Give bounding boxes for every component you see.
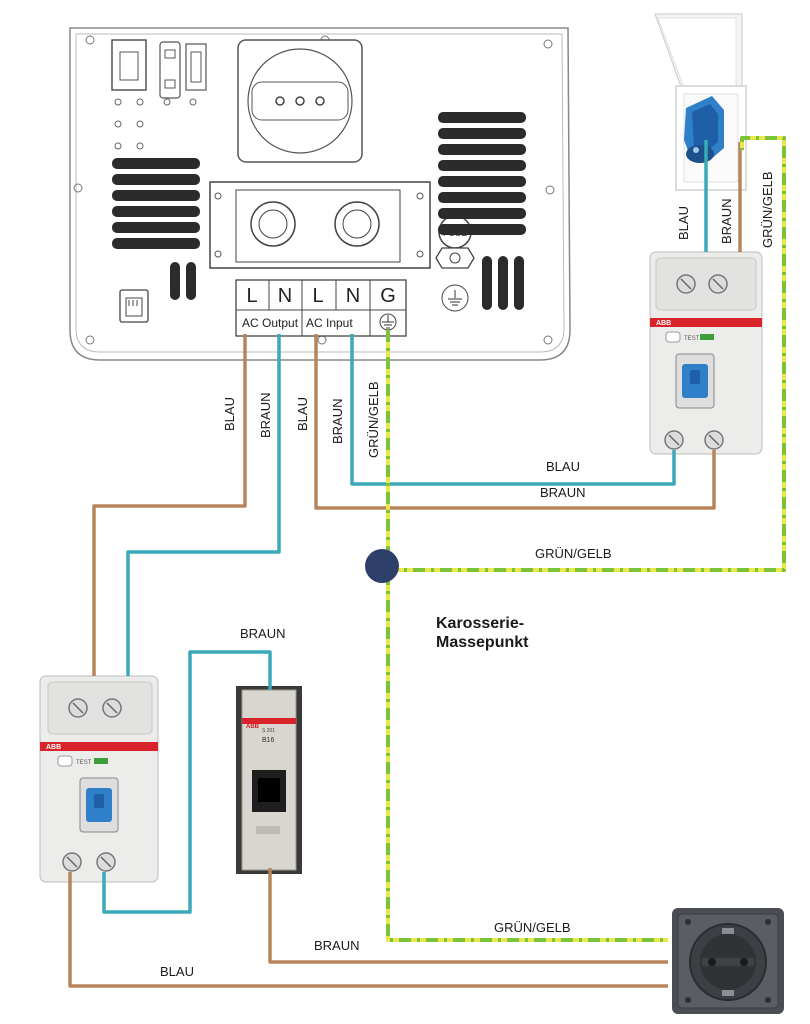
label-in-n: BRAUN xyxy=(330,398,345,444)
power-switch xyxy=(111,39,147,91)
wire-out-n xyxy=(126,334,281,676)
remote-port xyxy=(159,41,181,99)
terminal-out-l: L xyxy=(246,285,257,307)
mass-point-label-1: Karosserie- xyxy=(436,615,524,632)
mcb-breaker: ABB S 201 B16 xyxy=(236,686,302,874)
screw-icon xyxy=(85,35,95,45)
test-label: TEST xyxy=(684,336,700,342)
abb-logo: ABB xyxy=(246,724,260,730)
cee-inlet xyxy=(654,13,747,191)
wire-ground-inlet xyxy=(386,136,786,572)
ac-output-label: AC Output xyxy=(242,316,299,330)
mcb-model: S 201 xyxy=(262,728,275,734)
ground-symbol-icon xyxy=(382,315,394,329)
terminal-block: L N L N G AC Output AC Input xyxy=(235,279,407,337)
label-horiz-ground: GRÜN/GELB xyxy=(535,546,612,561)
blue-plug-icon xyxy=(684,96,724,163)
terminal-in-l: L xyxy=(312,285,323,307)
wire-mcb-socket xyxy=(268,868,668,964)
terminal-out-n: N xyxy=(278,285,292,307)
label-in-l: BLAU xyxy=(295,397,310,431)
test-label: TEST xyxy=(76,760,92,766)
abb-logo: ABB xyxy=(46,744,61,751)
label-socket-blau: BLAU xyxy=(160,964,194,979)
label-horiz-blau: BLAU xyxy=(546,459,580,474)
label-inlet-blau: BLAU xyxy=(676,206,691,240)
label-ground: GRÜN/GELB xyxy=(366,381,381,458)
usb-port xyxy=(185,43,207,91)
rcd-output: ABB TEST xyxy=(39,675,159,883)
wire-in-l xyxy=(314,334,716,510)
label-out-n: BRAUN xyxy=(258,392,273,438)
label-out-l: BLAU xyxy=(222,397,237,431)
wire-rcd-mcb xyxy=(102,650,272,914)
screw-icon xyxy=(85,335,95,345)
screw-icon xyxy=(543,39,553,49)
label-inlet-braun: BRAUN xyxy=(719,198,734,244)
wire-rcd-socket xyxy=(68,872,668,988)
inverter-rear-panel: FUSE xyxy=(69,27,571,361)
label-inlet-ground: GRÜN/GELB xyxy=(760,171,775,248)
screw-icon xyxy=(73,183,83,193)
vent-slots xyxy=(112,112,526,310)
wires xyxy=(68,136,786,988)
label-mcb-braun: BRAUN xyxy=(240,626,286,641)
terminal-ground: G xyxy=(380,285,396,307)
ground-symbol-icon xyxy=(448,290,462,306)
abb-logo: ABB xyxy=(656,320,671,327)
rcd-inlet: ABB TEST xyxy=(649,251,763,455)
phone-jack-icon xyxy=(119,289,149,323)
cable-gland-box xyxy=(209,181,431,269)
wire-out-l xyxy=(92,334,247,676)
inverter-socket xyxy=(237,39,363,163)
mcb-rating: B16 xyxy=(262,737,275,744)
ac-input-label: AC Input xyxy=(306,316,353,330)
label-socket-braun: BRAUN xyxy=(314,938,360,953)
screw-icon xyxy=(543,335,553,345)
output-socket xyxy=(672,908,784,1014)
mass-point-label-2: Massepunkt xyxy=(436,634,529,651)
wire-in-n xyxy=(350,334,676,486)
indicator-holes xyxy=(114,98,197,150)
label-socket-ground: GRÜN/GELB xyxy=(494,920,571,935)
terminal-in-n: N xyxy=(346,285,360,307)
ground-terminal xyxy=(435,247,475,312)
label-horiz-braun: BRAUN xyxy=(540,485,586,500)
screw-icon xyxy=(545,185,555,195)
wire-labels: BLAU BRAUN BLAU BRAUN GRÜN/GELB BLAU BRA… xyxy=(160,171,775,979)
mass-point xyxy=(365,549,399,583)
